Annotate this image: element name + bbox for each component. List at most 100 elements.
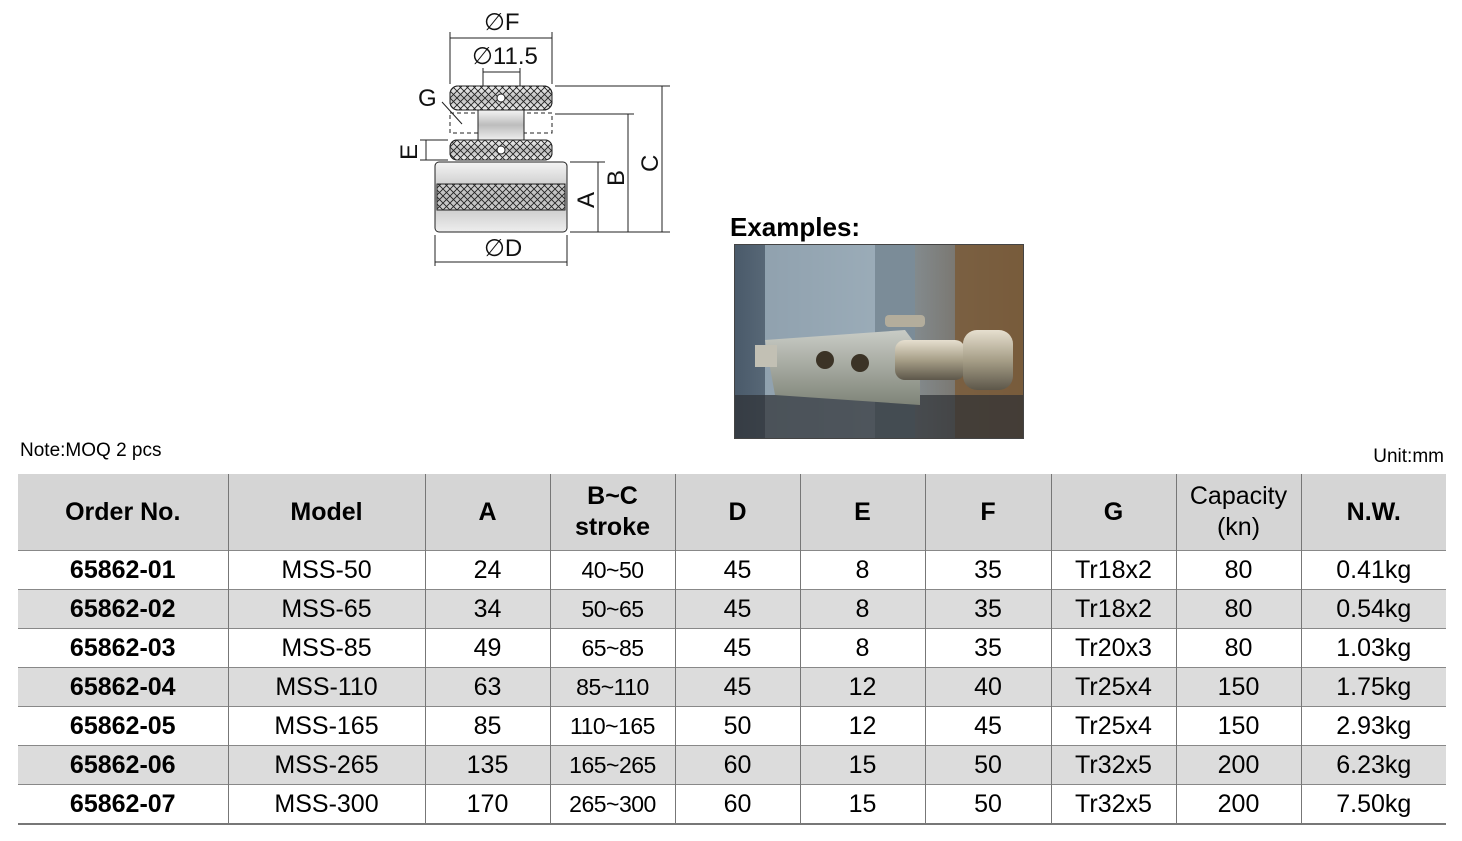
d-cell: 45 xyxy=(674,550,800,590)
unit-label: Unit:mm xyxy=(1373,446,1444,467)
header-model: Model xyxy=(227,474,425,551)
nw-cell: 0.41kg xyxy=(1300,550,1446,590)
model-cell: MSS-110 xyxy=(227,667,425,707)
f-cell: 40 xyxy=(924,667,1051,707)
d-cell: 60 xyxy=(674,745,800,785)
dim-label-e: E xyxy=(396,144,423,160)
header-capacity-top: Capacity xyxy=(1189,482,1288,510)
capacity-cell: 150 xyxy=(1175,706,1301,746)
dim-label-f: ∅F xyxy=(484,9,520,36)
order-no-cell: 65862-06 xyxy=(18,745,228,785)
a-cell: 24 xyxy=(424,550,550,590)
g-cell: Tr18x2 xyxy=(1050,550,1176,590)
a-cell: 49 xyxy=(424,628,550,668)
stroke-cell: 165~265 xyxy=(549,745,675,785)
dimension-diagram: ∅F ∅11.5 G ∅D E A B C xyxy=(396,9,670,266)
g-cell: Tr25x4 xyxy=(1050,667,1176,707)
header-f: F xyxy=(924,474,1051,551)
capacity-cell: 80 xyxy=(1175,589,1301,629)
header-stroke-bottom: stroke xyxy=(574,513,651,541)
capacity-cell: 80 xyxy=(1175,628,1301,668)
dim-label-d: ∅D xyxy=(484,235,522,262)
g-cell: Tr25x4 xyxy=(1050,706,1176,746)
e-cell: 12 xyxy=(799,667,925,707)
d-cell: 60 xyxy=(674,784,800,825)
d-cell: 50 xyxy=(674,706,800,746)
f-cell: 35 xyxy=(924,550,1051,590)
g-cell: Tr32x5 xyxy=(1050,784,1176,825)
stroke-cell: 65~85 xyxy=(549,628,675,668)
e-cell: 15 xyxy=(799,784,925,825)
model-cell: MSS-265 xyxy=(227,745,425,785)
e-cell: 12 xyxy=(799,706,925,746)
header-e: E xyxy=(799,474,925,551)
dim-label-g: G xyxy=(418,85,437,112)
e-cell: 15 xyxy=(799,745,925,785)
note-moq: Note:MOQ 2 pcs xyxy=(20,440,162,461)
f-cell: 45 xyxy=(924,706,1051,746)
capacity-cell: 200 xyxy=(1175,784,1301,825)
order-no-cell: 65862-07 xyxy=(18,784,228,825)
g-cell: Tr18x2 xyxy=(1050,589,1176,629)
order-no-cell: 65862-05 xyxy=(18,706,228,746)
header-nw: N.W. xyxy=(1300,474,1446,551)
stroke-cell: 40~50 xyxy=(549,550,675,590)
dim-label-a: A xyxy=(573,192,600,208)
table-header-row: Order No. Model A B~C stroke D E F G Cap… xyxy=(18,474,1446,551)
nw-cell: 2.93kg xyxy=(1300,706,1446,746)
model-cell: MSS-65 xyxy=(227,589,425,629)
nw-cell: 1.75kg xyxy=(1300,667,1446,707)
stroke-cell: 50~65 xyxy=(549,589,675,629)
f-cell: 35 xyxy=(924,628,1051,668)
f-cell: 50 xyxy=(924,745,1051,785)
spec-table: Order No. Model A B~C stroke D E F G Cap… xyxy=(18,474,1446,825)
nw-cell: 7.50kg xyxy=(1300,784,1446,825)
header-capacity-bottom: (kn) xyxy=(1216,513,1261,541)
f-cell: 35 xyxy=(924,589,1051,629)
model-cell: MSS-165 xyxy=(227,706,425,746)
model-cell: MSS-300 xyxy=(227,784,425,825)
order-no-cell: 65862-02 xyxy=(18,589,228,629)
a-cell: 170 xyxy=(424,784,550,825)
a-cell: 85 xyxy=(424,706,550,746)
d-cell: 45 xyxy=(674,589,800,629)
example-photo xyxy=(734,244,1024,439)
header-g: G xyxy=(1050,474,1176,551)
examples-title: Examples: xyxy=(730,212,861,242)
dim-label-c: C xyxy=(637,155,664,172)
e-cell: 8 xyxy=(799,550,925,590)
stroke-cell: 265~300 xyxy=(549,784,675,825)
stroke-cell: 85~110 xyxy=(549,667,675,707)
model-cell: MSS-50 xyxy=(227,550,425,590)
model-cell: MSS-85 xyxy=(227,628,425,668)
g-cell: Tr20x3 xyxy=(1050,628,1176,668)
a-cell: 63 xyxy=(424,667,550,707)
a-cell: 135 xyxy=(424,745,550,785)
nw-cell: 6.23kg xyxy=(1300,745,1446,785)
f-cell: 50 xyxy=(924,784,1051,825)
order-no-cell: 65862-01 xyxy=(18,550,228,590)
capacity-cell: 200 xyxy=(1175,745,1301,785)
nw-cell: 0.54kg xyxy=(1300,589,1446,629)
d-cell: 45 xyxy=(674,628,800,668)
nw-cell: 1.03kg xyxy=(1300,628,1446,668)
d-cell: 45 xyxy=(674,667,800,707)
capacity-cell: 150 xyxy=(1175,667,1301,707)
dim-label-b: B xyxy=(603,170,630,186)
header-stroke-top: B~C xyxy=(587,482,638,510)
header-a: A xyxy=(424,474,550,551)
g-cell: Tr32x5 xyxy=(1050,745,1176,785)
header-capacity: Capacity (kn) xyxy=(1175,474,1301,551)
header-stroke: B~C stroke xyxy=(549,474,675,551)
dim-label-11-5: ∅11.5 xyxy=(472,43,538,70)
header-d: D xyxy=(674,474,800,551)
order-no-cell: 65862-03 xyxy=(18,628,228,668)
order-no-cell: 65862-04 xyxy=(18,667,228,707)
e-cell: 8 xyxy=(799,628,925,668)
